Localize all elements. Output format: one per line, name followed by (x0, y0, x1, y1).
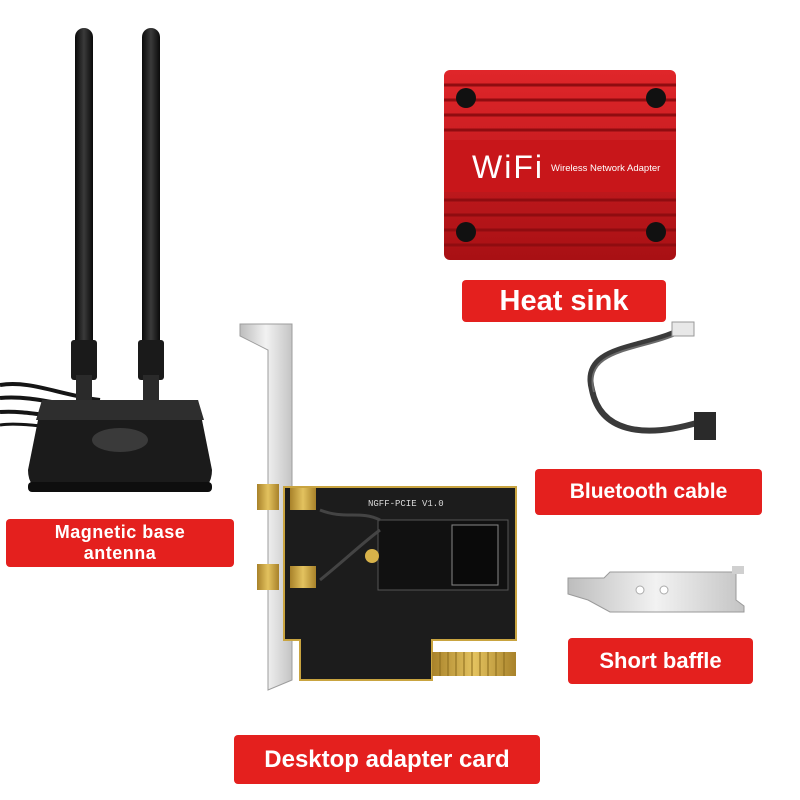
pcb-silkscreen: NGFF-PCIE V1.0 (368, 499, 444, 509)
heatsink-subtitle: Wireless Network Adapter (551, 163, 660, 174)
short-baffle-label: Short baffle (568, 638, 753, 684)
bluetooth-cable (587, 321, 716, 440)
heat-sink-label: Heat sink (462, 280, 666, 322)
heatsink-brand: WiFi (472, 149, 544, 185)
antenna-label: Magnetic base antenna (6, 519, 234, 567)
short-baffle (567, 566, 745, 613)
desktop-card-label: Desktop adapter card (234, 735, 540, 784)
magnetic-base-antenna (0, 28, 212, 492)
antenna-label-line2: antenna (83, 543, 157, 563)
bluetooth-cable-label: Bluetooth cable (535, 469, 762, 515)
heat-sink: WiFi Wireless Network Adapter (444, 70, 676, 260)
desktop-adapter-card: NGFF-PCIE V1.0 (239, 323, 517, 691)
antenna-label-line1: Magnetic base (54, 522, 186, 542)
